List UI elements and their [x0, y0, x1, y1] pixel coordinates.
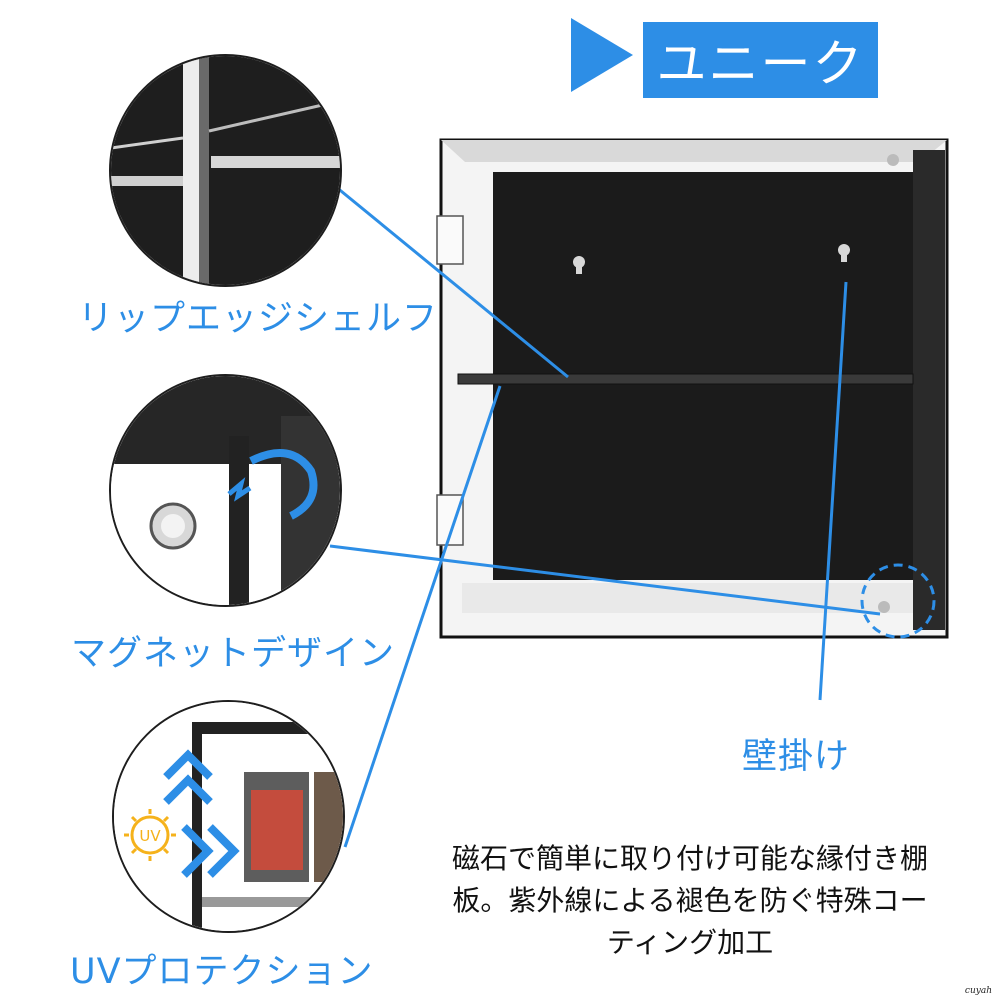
hinge-top	[436, 215, 464, 265]
keyhole-right	[838, 244, 850, 262]
callout-wall-label: 壁掛け	[742, 737, 851, 777]
callout-shelf-label: リップエッジシェルフ	[78, 299, 439, 339]
magnet-detail-image	[111, 376, 340, 605]
uv-sun-icon	[130, 815, 170, 855]
uv-detail-image: UV	[114, 702, 343, 931]
product-description: 磁石で簡単に取り付け可能な縁付き棚 板。紫外線による褪色を防ぐ特殊コー ティング…	[420, 838, 960, 964]
uv-badge-text: UV	[139, 827, 161, 845]
shelf-detail-image	[111, 56, 340, 285]
magnet-icon	[249, 449, 318, 520]
play-arrow-icon	[571, 18, 633, 92]
description-line-2: 板。紫外線による褪色を防ぐ特殊コー	[452, 884, 928, 917]
case-top-edge	[441, 140, 947, 162]
magnet-detail-circle	[109, 374, 342, 607]
description-line-3: ティング加工	[606, 926, 774, 959]
description-line-1: 磁石で簡単に取り付け可能な縁付き棚	[451, 842, 928, 875]
magnet-highlight	[860, 563, 936, 639]
shelf-detail-circle	[109, 54, 342, 287]
uv-detail-circle: UV	[112, 700, 345, 933]
watermark: cuyah	[964, 986, 992, 996]
callout-magnet-label: マグネットデザイン	[71, 634, 396, 674]
page-title: ユニーク	[656, 35, 865, 93]
callout-uv-label: UVプロテクション	[70, 952, 374, 992]
shelf	[457, 373, 914, 385]
title-banner: ユニーク	[643, 22, 878, 98]
callout-lines	[329, 180, 881, 848]
magnet-bottom-right	[878, 601, 890, 613]
keyhole-left	[573, 256, 585, 274]
magnet-top-right	[887, 154, 899, 166]
case-side-edge	[913, 150, 945, 630]
